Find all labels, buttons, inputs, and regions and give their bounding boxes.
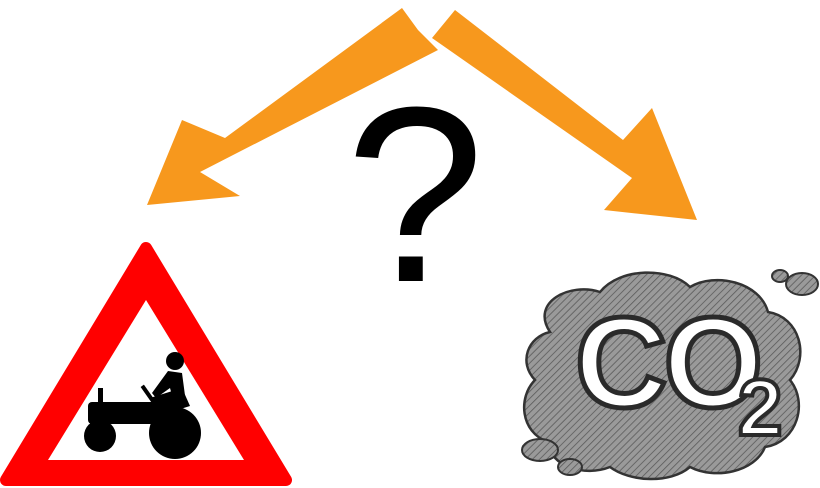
co2-label: CO	[575, 300, 759, 428]
question-mark: ?	[330, 70, 500, 320]
co2-subscript: 2	[738, 368, 783, 448]
tractor-warning-sign-icon	[0, 238, 292, 488]
